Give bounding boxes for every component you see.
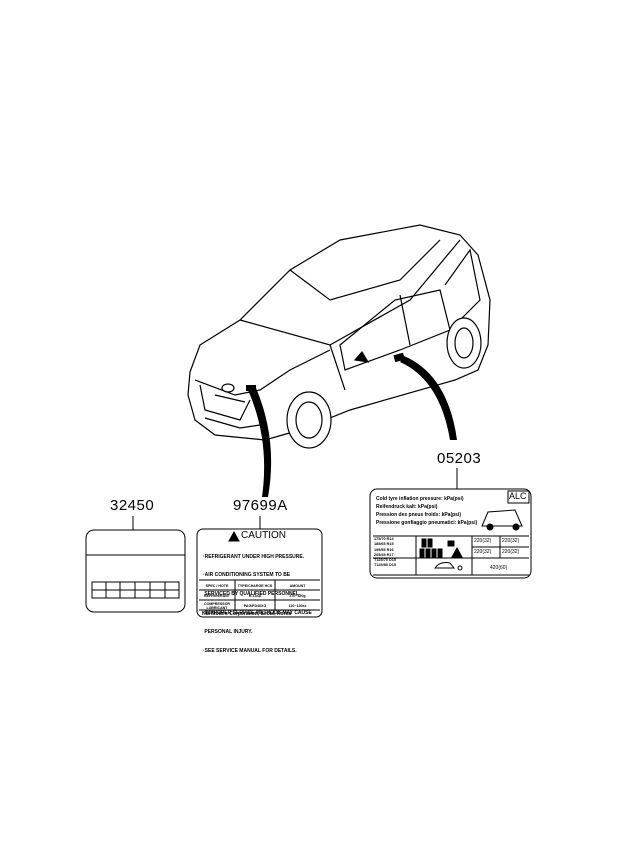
tire-size: 175/70 R14 xyxy=(374,537,394,541)
spare-tire-icon xyxy=(434,562,463,571)
caution-cell: AMOUNT xyxy=(289,584,306,588)
car-illustration xyxy=(187,224,491,449)
label-32450-drawing xyxy=(85,529,186,613)
leader-97699a xyxy=(248,388,272,497)
alc-badge: ALC xyxy=(509,491,527,501)
caution-cell: R-134A xyxy=(248,594,262,598)
caution-label-frame xyxy=(196,528,323,618)
part-number-05203: 05203 xyxy=(437,450,482,467)
caution-line: PERSONAL INJURY. xyxy=(203,629,253,636)
caution-line: ·IMPROPER SERVICE METHODS MAY CAUSE xyxy=(203,610,312,617)
part-number-32450: 32450 xyxy=(110,497,155,514)
caution-cell: TYPE/CHARGE HCS xyxy=(237,584,273,588)
tire-size: T125/80 D15 xyxy=(374,563,396,568)
warning-triangle-icon xyxy=(228,530,240,542)
caution-cell: REFRIGERANT xyxy=(204,594,230,598)
caution-line: ·SEE SERVICE MANUAL FOR DETAILS. xyxy=(203,648,297,655)
tire-line: Cold tyre inflation pressure: kPa(psi) xyxy=(376,496,464,502)
caution-label: CAUTION ·REFRIGERANT UNDER HIGH PRESSURE… xyxy=(199,530,320,667)
caution-cell: PAG/FD46XG xyxy=(243,604,267,608)
tire-line: Reifendruck kalt: kPa(psi) xyxy=(376,504,438,510)
label-location-05203 xyxy=(393,352,405,363)
part-number-97699a: 97699A xyxy=(233,497,288,514)
tire-size: 195/55 R16 xyxy=(374,547,394,552)
leader-05203 xyxy=(400,356,457,440)
caution-cell: COMPRESSOR LUBRICANT xyxy=(204,602,230,610)
caution-line: SERVICED BY QUALIFIED PERSONNEL. xyxy=(203,591,301,598)
caution-line: ·AIR CONDITIONING SYSTEM TO BE xyxy=(203,572,291,579)
pressure-value: 220(32) xyxy=(502,538,520,544)
pressure-value: 220(32) xyxy=(474,549,492,555)
caution-line: ·REFRIGERANT UNDER HIGH PRESSURE. xyxy=(203,553,305,560)
occupant-load-icon xyxy=(419,538,463,558)
caution-footer: Kia Motors Corporation, Seoul, Korea xyxy=(202,611,292,617)
tire-line: Pression des pneus froids: kPa(psi) xyxy=(376,512,462,518)
caution-cell: 370~420g xyxy=(289,594,306,598)
pressure-value: 220(32) xyxy=(474,538,492,544)
caution-title: CAUTION xyxy=(241,530,286,541)
caution-cell: 110~130cc xyxy=(288,604,307,608)
tire-label-frame xyxy=(369,488,532,579)
tire-pressure-label: ALC Cold tyre inflation pressure: kPa(ps… xyxy=(370,489,531,578)
label-location-97699a xyxy=(246,385,256,391)
car-side-icon xyxy=(481,509,523,531)
tire-size: 185/65 R15 xyxy=(374,542,394,547)
tire-size: 205/45 R17 xyxy=(374,552,394,557)
pressure-value: 420(60) xyxy=(490,565,508,571)
pressure-value: 220(32) xyxy=(502,549,520,555)
tire-size: T125/70 D15 xyxy=(374,558,396,563)
caution-cell: SPEC / HOTE xyxy=(205,584,229,588)
tire-line: Pressione gonfiaggio pneumatici: kPa(psi… xyxy=(376,520,478,526)
